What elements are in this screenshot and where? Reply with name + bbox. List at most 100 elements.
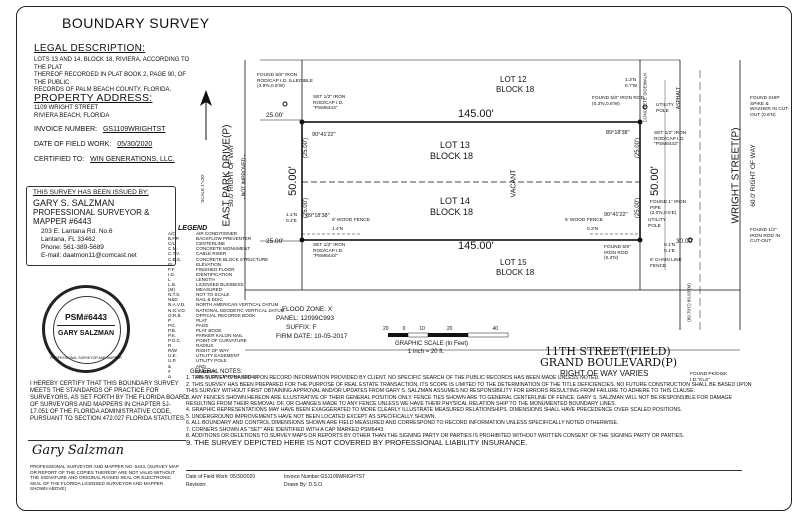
note-item: 7. CORNERS SHOWN AS "SET" ARE IDENTIFIED…: [186, 426, 385, 433]
legend-row: #NUMBER: [168, 369, 284, 374]
scale-tick: 20: [446, 326, 453, 332]
legend-abbr: A/C: [168, 231, 176, 237]
lot12-block: BLOCK 18: [496, 85, 535, 94]
grand-boulevard: GRAND BOULEVARD(P): [540, 356, 678, 369]
legend-meaning: LENGTH: [196, 276, 215, 282]
legend-meaning: DELTA OR CENTRAL ANGLE: [196, 373, 258, 379]
legend-abbr: R/W: [168, 348, 177, 354]
page-title: BOUNDARY SURVEY: [62, 15, 210, 31]
surveyor-seal: PSM#6443 GARY SALZMAN PROFESSIONAL SURVE…: [42, 285, 130, 373]
found-lr: FOUND 5/8" IRON ROD (0.2'N): [604, 245, 631, 262]
seal-number: PSM#6443: [64, 312, 108, 322]
legend-abbr: I.D.: [168, 271, 176, 277]
surveyor-email: E-mail: daatmon11@comcast.net: [41, 252, 137, 259]
dim-right: 50.00': [648, 166, 661, 196]
chain-link: 6' CHAIN LINK FENCE: [650, 258, 682, 269]
legend-meaning: NOT TO SCALE: [196, 292, 230, 298]
scale-label: SCALE 1"=20': [199, 174, 205, 203]
legend-meaning: OFFICIAL RECORDS BOOK: [196, 312, 256, 318]
legend-meaning: FINISHED FLOOR: [196, 266, 235, 272]
legend-abbr: U.P.: [168, 358, 177, 364]
lot14-label: LOT 14: [440, 196, 470, 206]
flood-panel: PANEL: 12099C993: [276, 315, 335, 322]
legend-row: I.D.IDENTIFICATION: [168, 272, 284, 277]
legend-meaning: PAGE: [196, 322, 209, 328]
legend-meaning: NUMBER: [196, 368, 216, 374]
legend-abbr: R: [168, 343, 172, 349]
legend-row: O.R.B. OFFICIAL RECORDS BOOK: [168, 313, 284, 318]
legend-meaning: RADIUS: [196, 343, 214, 349]
legend-row: P.K.PARKER KALON NAIL: [168, 333, 284, 338]
legend-abbr: B.F.P.: [168, 236, 180, 242]
seal-name: GARY SALZMAN: [58, 330, 114, 337]
angle-ll: 89°18'38": [306, 213, 330, 219]
legend-meaning: AIR CONDITIONER: [196, 231, 238, 237]
found-ul: FOUND 5/8" IRON ROD/CAP I.D. ILLEGIBLE (…: [257, 73, 313, 90]
legend-abbr: N.G.V.D.: [168, 307, 186, 313]
address-heading: PROPERTY ADDRESS:: [34, 92, 153, 104]
legend-meaning: POINT OF CURVATURE: [196, 338, 247, 344]
setback-right: 30.00': [676, 238, 694, 245]
lot14-block: BLOCK 18: [430, 207, 474, 217]
lot15-label: LOT 15: [500, 258, 527, 267]
surveyor-addr2: Lantana, FL 33462: [41, 236, 96, 243]
legend-abbr: U.E.: [168, 353, 177, 359]
legend-meaning: BACKFLOW PREVENTER: [196, 236, 252, 242]
utility-pole-top: UTILITY POLE: [656, 103, 674, 114]
lot13-block: BLOCK 18: [430, 151, 474, 161]
legend-meaning: CONCRETE BLOCK STRUCTURE: [196, 256, 269, 262]
address-line1: 1109 WRIGHT STREET: [34, 105, 99, 111]
angle-ur: 89°18'38": [606, 130, 630, 136]
note-item: 1. THIS SURVEY IS BASED UPON RECORD INFO…: [186, 375, 600, 382]
flood-info: FLOOD ZONE: X PANEL: 12099C993 SUFFIX: F…: [276, 305, 347, 341]
legend-row: P.O.C.POINT OF CURVATURE: [168, 338, 284, 343]
legend-abbr: O.R.B.: [168, 312, 182, 318]
note-item: 4. GRAPHIC REPRESENTATIONS MAY HAVE BEEN…: [186, 407, 683, 414]
general-notes: GENERAL NOTES: 1. THIS SURVEY IS BASED U…: [186, 369, 762, 447]
note-item: 6. ALL BOUNDARY AND CONTROL DIMENSIONS S…: [186, 420, 619, 427]
surveyor-role2: MAPPER #6443: [33, 217, 92, 226]
legend-abbr: P: [168, 317, 172, 323]
legend-abbr: P.K.: [168, 332, 177, 338]
note-item: 3. ANY FENCES SHOWN HEREON ARE ILLUSTRAT…: [186, 394, 733, 408]
surveyor-role1: PROFESSIONAL SURVEYOR &: [33, 208, 150, 217]
field-work-label: DATE OF FIELD WORK:: [34, 141, 112, 148]
offset-01n: 0.1'N 0.1'E: [664, 243, 676, 254]
legend-meaning: LICENSED BUSINESS: [196, 282, 244, 288]
legend-row: N.G.V.D.NATIONAL GEODETIC VERTICAL DATUM: [168, 308, 284, 313]
angle-lr: 90°41'22": [604, 212, 628, 218]
legend-abbr: N.A.V.D.: [168, 302, 186, 308]
wright-row: 60.0' RIGHT OF WAY: [749, 144, 757, 207]
legend-abbr: F.F.: [168, 266, 176, 272]
legend-row: C.B.S.CONCRETE BLOCK STRUCTURE: [168, 257, 284, 262]
setback-top: 25.00': [266, 112, 284, 119]
offset-03n: 0.3'N: [587, 227, 599, 232]
legend-meaning: RIGHT OF WAY: [196, 348, 230, 354]
legal-description: LOTS 13 AND 14, BLOCK 18, RIVIERA, ACCOR…: [34, 57, 199, 95]
legend-row: B.F.P. BACKFLOW PREVENTER: [168, 236, 284, 241]
legend-meaning: MEASURED: [196, 287, 223, 293]
dim-bottom: 145.00': [458, 240, 494, 252]
fence-left: 6' WOOD FENCE: [332, 218, 370, 223]
legend-abbr: N.T.S.: [168, 292, 181, 298]
legend-abbr: PG.: [168, 322, 176, 328]
offset-11n: 1.1'N 0.2'E: [286, 213, 298, 224]
invoice-label: INVOICE NUMBER:: [34, 126, 98, 133]
property-boundary: [301, 121, 641, 241]
certified-row: CERTIFIED TO: WIN GENERATIONS, LLC.: [34, 156, 175, 163]
legend-abbr: N&D: [168, 297, 178, 303]
lot15-block: BLOCK 18: [496, 268, 535, 277]
found-iron-pipe: FOUND 1" IRON PIPE (2.0'N,0.5'E): [650, 200, 687, 217]
flood-suffix: SUFFIX: F: [286, 324, 317, 331]
east-park-row: 50.0' RIGHT OF WAY: [227, 144, 235, 207]
dim-top: 145.00': [458, 108, 494, 120]
set-ul: SET 1/2" IRON ROD/CAP I.D. "PSM6443": [313, 95, 346, 112]
graphic-scale2: 1 inch = 20 ft.: [408, 349, 445, 355]
certified-value: WIN GENERATIONS, LLC.: [90, 156, 175, 163]
seal-ring-text: PROFESSIONAL SURVEYOR AND MAPPER: [50, 356, 122, 360]
issued-by: THIS SURVEY HAS BEEN ISSUED BY:: [33, 189, 149, 196]
half-right-bottom: (25.00'): [635, 197, 642, 219]
